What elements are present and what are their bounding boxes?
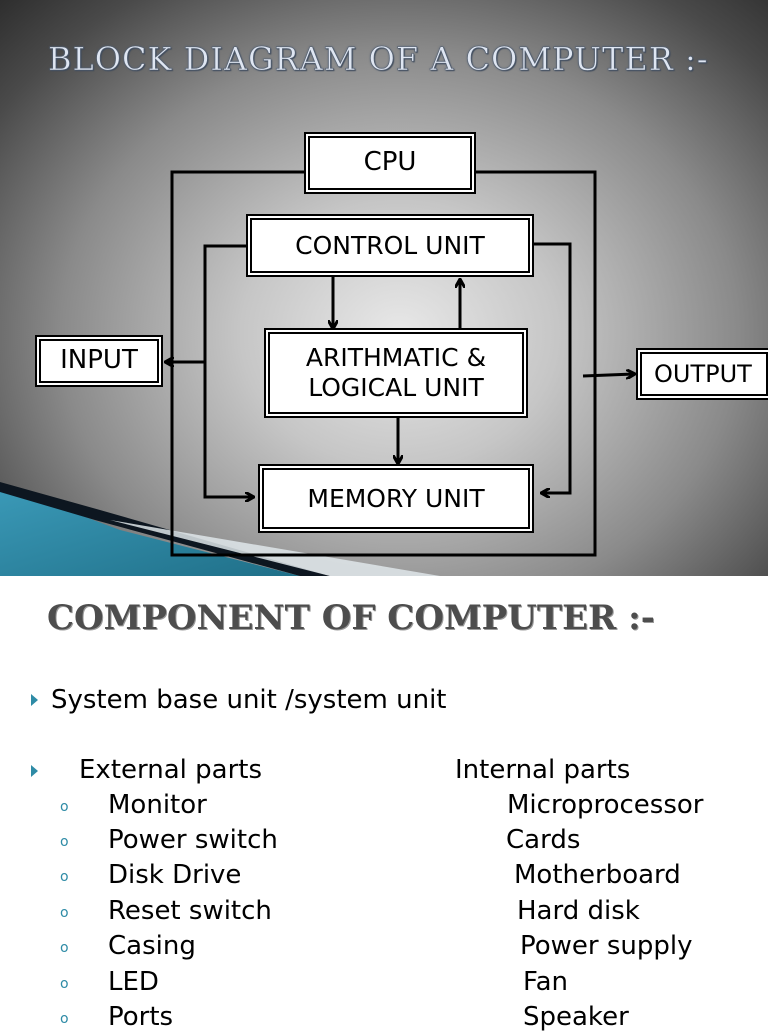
slide-title: BLOCK DIAGRAM OF A COMPUTER :- [48, 40, 709, 79]
internal-part-item: Speaker [523, 1002, 629, 1032]
input-block: INPUT [39, 339, 159, 383]
input-label: INPUT [60, 345, 138, 376]
circle-bullet-icon: o [60, 1011, 69, 1027]
external-part-item: Power switch [108, 825, 278, 855]
external-parts-heading: External parts [79, 755, 263, 785]
output-block: OUTPUT [640, 352, 768, 396]
corner-stripe-decoration [0, 482, 440, 576]
circle-bullet-icon: o [60, 905, 69, 921]
cpu-label: CPU [363, 147, 417, 178]
internal-part-item: Fan [523, 967, 568, 997]
diagram-connectors [0, 170, 768, 557]
circle-bullet-icon: o [60, 940, 69, 956]
main-bullet-text: System base unit /system unit [51, 685, 447, 715]
cu-to-memory-right-path [532, 242, 572, 493]
external-part-item: LED [108, 967, 159, 997]
cu-to-memory-left-path [203, 244, 253, 497]
memory-unit-label: MEMORY UNIT [307, 483, 485, 513]
circle-bullet-icon: o [60, 869, 69, 885]
external-part-item: Reset switch [108, 896, 272, 926]
internal-part-item: Hard disk [517, 896, 640, 926]
alu-block: ARITHMATIC & LOGICAL UNIT [268, 332, 524, 414]
alu-label-line2: LOGICAL UNIT [308, 373, 484, 402]
internal-part-item: Cards [506, 825, 581, 855]
internal-part-item: Motherboard [514, 860, 681, 890]
external-part-item: Monitor [108, 790, 207, 820]
control-unit-block: CONTROL UNIT [250, 218, 530, 273]
control-unit-label: CONTROL UNIT [295, 230, 485, 260]
triangle-bullet-icon [31, 694, 38, 706]
circle-bullet-icon: o [60, 799, 69, 815]
memory-unit-block: MEMORY UNIT [262, 468, 530, 529]
block-diagram-slide: BLOCK DIAGRAM OF A COMPUTER :- CPU CONTR… [0, 0, 768, 576]
slide-title: COMPONENT OF COMPUTER :- [47, 598, 655, 638]
internal-parts-heading: Internal parts [455, 755, 631, 785]
external-part-item: Ports [108, 1002, 174, 1032]
circle-bullet-icon: o [60, 976, 69, 992]
components-slide: COMPONENT OF COMPUTER :- System base uni… [0, 576, 768, 1032]
to-output-arrow [582, 374, 634, 376]
cpu-block: CPU [308, 136, 472, 190]
alu-label-line1: ARITHMATIC & [305, 343, 487, 372]
external-part-item: Disk Drive [108, 860, 242, 890]
circle-bullet-icon: o [60, 834, 69, 850]
output-label: OUTPUT [654, 359, 752, 388]
external-part-item: Casing [108, 931, 196, 961]
cpu-boundary-line [170, 170, 597, 557]
internal-part-item: Power supply [520, 931, 693, 961]
triangle-bullet-icon [31, 765, 38, 777]
internal-part-item: Microprocessor [507, 790, 704, 820]
